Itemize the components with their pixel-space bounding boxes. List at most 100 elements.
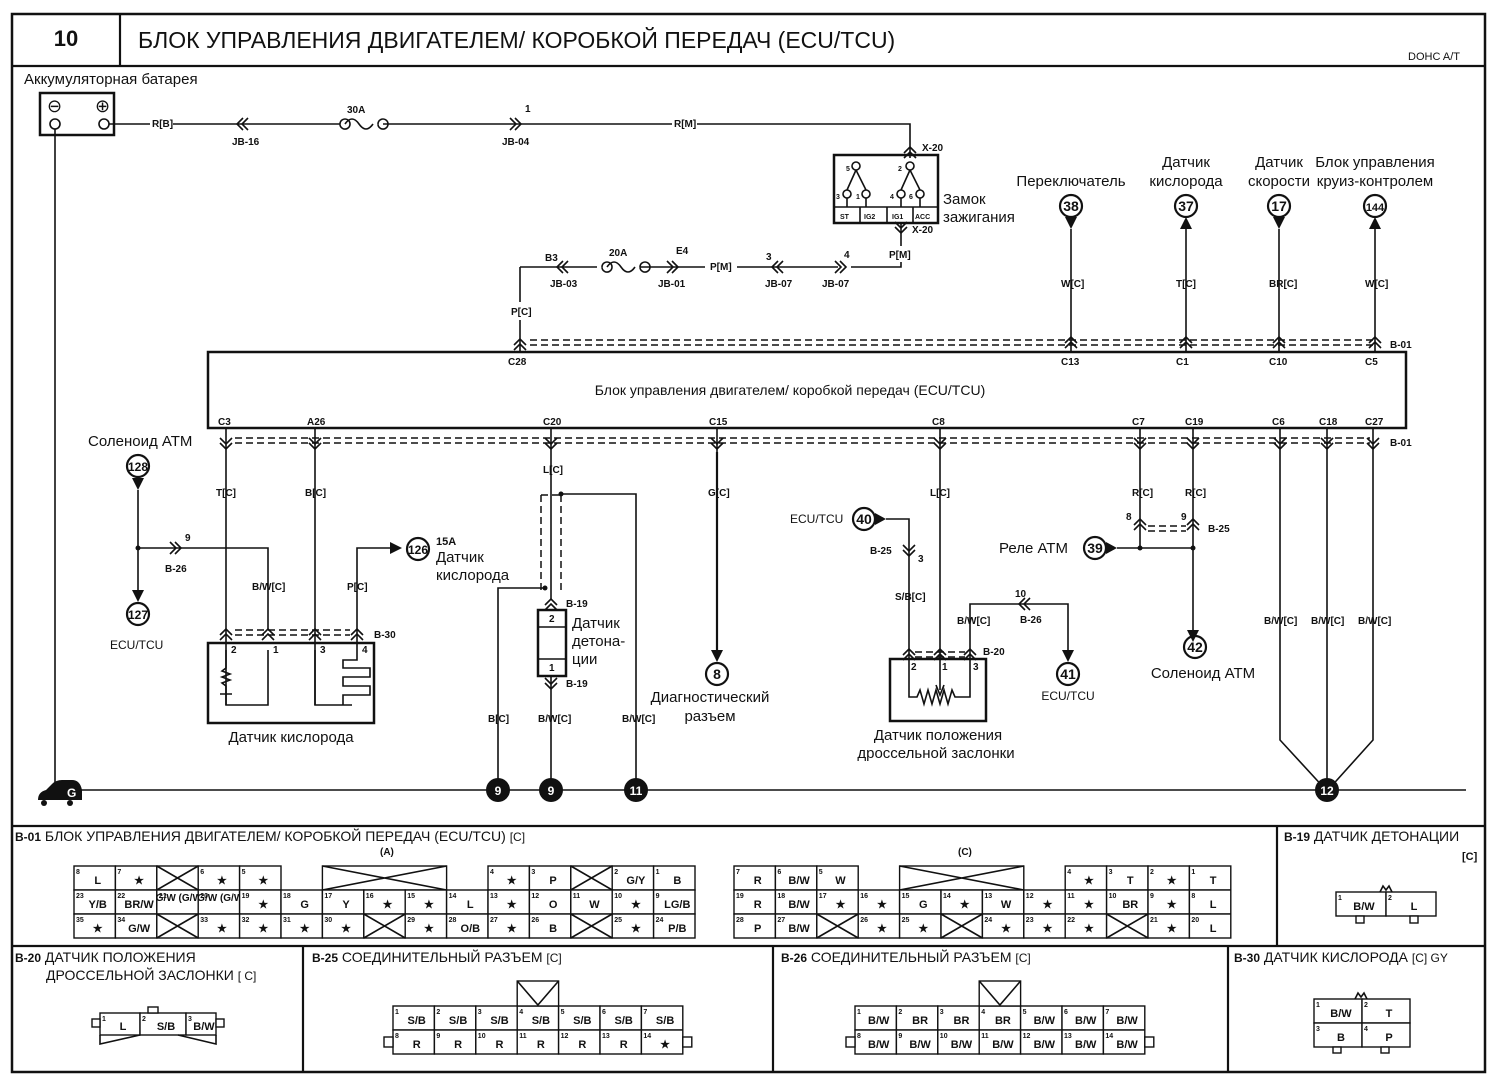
arrow-right-icon bbox=[390, 542, 402, 554]
pin-cell: 14B/W bbox=[1102, 1029, 1146, 1055]
pin-number: 26 bbox=[531, 917, 539, 924]
pin-color: LG/B bbox=[664, 899, 690, 911]
pin-number: 1 bbox=[1338, 895, 1342, 902]
connector-id: B-01 bbox=[15, 830, 41, 844]
pin-number: 3 bbox=[940, 1009, 944, 1016]
pin-color: G bbox=[919, 899, 928, 911]
connector-chevron bbox=[1064, 335, 1078, 349]
svg-text:B-19 ДАТЧИК ДЕТОНАЦИИ: B-19 ДАТЧИК ДЕТОНАЦИИ bbox=[1284, 828, 1459, 844]
pin-color: G/W (G/W) bbox=[156, 893, 205, 904]
battery-label: Аккумуляторная батарея bbox=[24, 71, 198, 88]
b25-connector: 1S/B2S/B3S/B4S/B5S/B6S/B7S/B8R9R10R11R12… bbox=[383, 980, 693, 1055]
pin-color: R bbox=[537, 1039, 545, 1051]
pin-color: L bbox=[94, 875, 101, 887]
pin-color: S/B bbox=[157, 1021, 175, 1033]
pin-color: ★ bbox=[341, 923, 351, 935]
pin-number: 18 bbox=[283, 893, 291, 900]
wire-label: P[C] bbox=[511, 307, 532, 318]
pin-color: ★ bbox=[217, 923, 227, 935]
pin-cell: 13B/W bbox=[1061, 1029, 1105, 1055]
ignition-label: Замок bbox=[943, 191, 986, 208]
pin-number: 12 bbox=[561, 1033, 569, 1040]
ecu-pin-label: C18 bbox=[1319, 417, 1338, 428]
pin-cell: 12B/W bbox=[1019, 1029, 1063, 1055]
fuse-20a-icon bbox=[601, 261, 651, 273]
ref-label: кислорода bbox=[1149, 173, 1223, 190]
pin-cell: 23Y/B bbox=[73, 889, 117, 915]
pin-cell: 4BR bbox=[978, 1005, 1022, 1031]
pin-color: B/W bbox=[1353, 901, 1375, 913]
blank-pin-icon bbox=[940, 913, 983, 939]
pin-label: B3 bbox=[545, 253, 558, 264]
pin-number: 13 bbox=[1064, 1033, 1072, 1040]
ecu-pin-label: C28 bbox=[508, 357, 527, 368]
pin-color: ★ bbox=[660, 1039, 670, 1051]
pin-color: B/W bbox=[1075, 1015, 1097, 1027]
wire-label: B/W[C] bbox=[1311, 616, 1344, 627]
pin-label: 1 bbox=[942, 662, 948, 673]
pin-color: S/B bbox=[408, 1015, 426, 1027]
pin-cell: 16★ bbox=[857, 889, 901, 915]
pin-number: 15 bbox=[407, 893, 415, 900]
wire-label: P[M] bbox=[889, 250, 911, 261]
potentiometer-icon bbox=[908, 660, 971, 707]
pin-cell: 3B bbox=[1313, 1022, 1363, 1048]
pin-cell: 2S/B bbox=[139, 1012, 187, 1036]
pin-number: 9 bbox=[656, 893, 660, 900]
pin-color: ★ bbox=[1084, 899, 1094, 911]
connector-chevron bbox=[1179, 335, 1193, 349]
pin-color: B/W bbox=[1034, 1039, 1056, 1051]
connector-id: B-19 bbox=[1284, 830, 1310, 844]
ref-label: скорости bbox=[1248, 173, 1310, 190]
blank-block-icon bbox=[322, 865, 447, 891]
b01-connector-c: 7R6B/W5W4★3T2★1T19R18B/W17★16★15G14★13W1… bbox=[733, 865, 1232, 939]
ref-128 bbox=[125, 453, 151, 479]
ref-note: 15A bbox=[436, 536, 456, 548]
key-icon bbox=[516, 980, 560, 1007]
pin-cell: 2S/B bbox=[433, 1005, 477, 1031]
pin-cell: 13W bbox=[981, 889, 1025, 915]
pin-label: 1 bbox=[273, 645, 279, 656]
ecu-pin-label: A26 bbox=[307, 417, 326, 428]
pin-color: L bbox=[1210, 899, 1217, 911]
connector-label: B-30 bbox=[374, 630, 396, 641]
pin-cell: 15G bbox=[898, 889, 942, 915]
arrow-down-icon bbox=[132, 590, 144, 602]
pin-color: BR/W bbox=[124, 899, 154, 911]
pin-cell bbox=[1105, 913, 1149, 939]
pin-number: 7 bbox=[1105, 1009, 1109, 1016]
wire-label: B/W[C] bbox=[1264, 616, 1297, 627]
ecu-pin-label: C13 bbox=[1061, 357, 1080, 368]
pin-number: 10 bbox=[478, 1033, 486, 1040]
pin-color: ★ bbox=[877, 923, 887, 935]
connector-label: JB-07 bbox=[765, 279, 793, 290]
pin-color: R bbox=[754, 875, 762, 887]
pin-color: R bbox=[578, 1039, 586, 1051]
svg-text:B-30 ДАТЧИК КИСЛОРОДА [C] GY: B-30 ДАТЧИК КИСЛОРОДА [C] GY bbox=[1234, 949, 1448, 965]
page-number: 10 bbox=[54, 26, 78, 51]
pin-number: 24 bbox=[656, 917, 664, 924]
pin-cell: 13★ bbox=[487, 889, 531, 915]
pin-number: 7 bbox=[736, 869, 740, 876]
pin-color: P/B bbox=[668, 923, 686, 935]
pin-color: ★ bbox=[300, 923, 310, 935]
connector-suffix: [C] bbox=[510, 830, 525, 844]
pin-number: 3 bbox=[1316, 1026, 1320, 1033]
pin-color: ★ bbox=[877, 899, 887, 911]
connector-label: B-01 bbox=[1390, 438, 1412, 449]
o2-sensor-box bbox=[206, 641, 376, 725]
pin-color: ★ bbox=[1167, 875, 1177, 887]
pin-cell: 1L bbox=[99, 1012, 141, 1036]
wire-label: L[C] bbox=[543, 465, 563, 476]
knock-shield bbox=[540, 494, 562, 590]
ref-label: Датчик bbox=[436, 549, 484, 566]
connector-chevron bbox=[1272, 335, 1286, 349]
ref-number: 144 bbox=[1366, 202, 1385, 214]
pin-label: 3 bbox=[973, 662, 979, 673]
pin-cell: 4S/B bbox=[516, 1005, 560, 1031]
pin-number: 16 bbox=[366, 893, 374, 900]
pin-cell: 6B/W bbox=[1061, 1005, 1105, 1031]
